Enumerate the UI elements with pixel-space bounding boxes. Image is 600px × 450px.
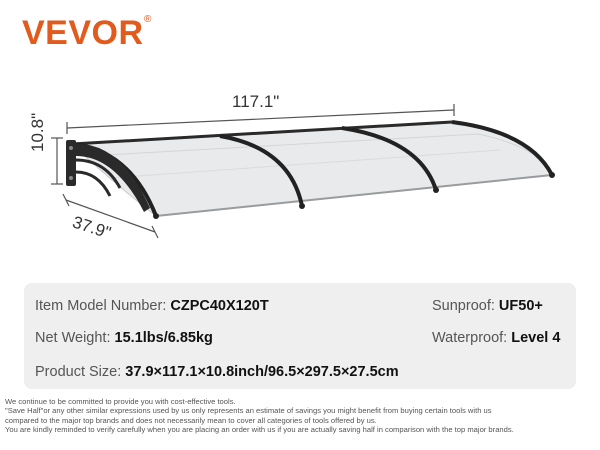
spec-model: Item Model Number: CZPC40X120T bbox=[35, 298, 269, 314]
wall-bracket bbox=[66, 140, 150, 212]
spec-size-value: 37.9×117.1×10.8inch/96.5×297.5×27.5cm bbox=[125, 364, 399, 380]
disclaimer-line: "Save Half"or any other similar expressi… bbox=[5, 406, 492, 416]
registered-mark: ® bbox=[144, 14, 152, 25]
awning-drawing bbox=[51, 104, 555, 239]
spec-sunproof: Sunproof: UF50+ bbox=[432, 298, 543, 314]
disclaimer: We continue to be committed to provide y… bbox=[5, 397, 597, 434]
spec-size-label: Product Size: bbox=[35, 364, 122, 380]
spec-waterproof-value: Level 4 bbox=[511, 330, 561, 346]
spec-weight-label: Net Weight: bbox=[35, 330, 111, 346]
disclaimer-line: compared to the major top brands and doe… bbox=[5, 415, 377, 425]
width-label: 117.1" bbox=[232, 92, 280, 111]
disclaimer-line: We continue to be committed to provide y… bbox=[5, 397, 236, 406]
frame-rail-front bbox=[155, 174, 553, 217]
frame-rail-back bbox=[71, 120, 453, 146]
spec-weight: Net Weight: 15.1lbs/6.85kg bbox=[35, 330, 213, 346]
frame-rib bbox=[451, 120, 554, 176]
spec-waterproof-label: Waterproof: bbox=[432, 330, 508, 346]
spec-sunproof-label: Sunproof: bbox=[432, 298, 495, 314]
disclaimer-line: You are kindly reminded to verify carefu… bbox=[5, 424, 514, 434]
height-label: 10.8" bbox=[28, 112, 47, 152]
frame-rib bbox=[219, 134, 304, 207]
spec-sunproof-value: UF50+ bbox=[498, 298, 543, 314]
width-dimension-line bbox=[66, 104, 455, 134]
spec-weight-value: 15.1lbs/6.85kg bbox=[114, 330, 213, 346]
frame-rib bbox=[341, 126, 438, 191]
depth-dimension-line bbox=[62, 193, 159, 239]
spec-model-label: Item Model Number: bbox=[35, 298, 167, 314]
height-dimension-line bbox=[51, 137, 63, 185]
spec-model-value: CZPC40X120T bbox=[170, 298, 269, 314]
brand-logo: VEVOR bbox=[22, 14, 144, 52]
specs-panel: Item Model Number: CZPC40X120T Sunproof:… bbox=[24, 283, 576, 389]
spec-waterproof: Waterproof: Level 4 bbox=[432, 330, 560, 346]
spec-size: Product Size: 37.9×117.1×10.8inch/96.5×2… bbox=[35, 364, 399, 380]
product-illustration: 117.1" 10.8" 37.9" bbox=[0, 60, 600, 280]
